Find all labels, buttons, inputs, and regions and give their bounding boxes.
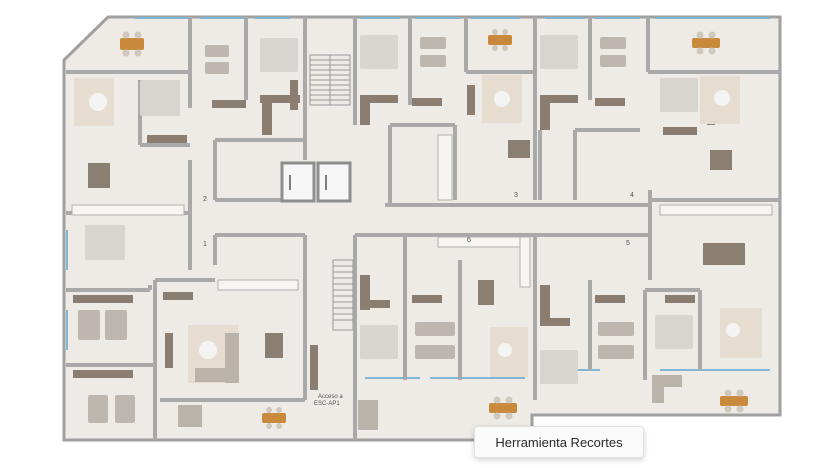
tooltip-label: Herramienta Recortes	[495, 434, 623, 450]
access-label-line1: Acceso a	[318, 394, 343, 400]
kitchen-counters	[71, 134, 773, 291]
door-number-1: 1	[203, 241, 207, 248]
living-areas	[74, 75, 762, 430]
stairs-bottom	[332, 259, 354, 331]
elevator-pair	[280, 161, 352, 203]
door-number-5: 5	[626, 240, 630, 247]
door-number-6: 6	[467, 237, 471, 244]
wardrobes	[73, 80, 715, 390]
stairs-top	[309, 54, 351, 106]
door-number-2: 2	[203, 196, 207, 203]
dining-tables-wood	[120, 29, 748, 429]
dining-tables-grey	[88, 140, 745, 358]
beds	[78, 35, 698, 423]
door-number-4: 4	[630, 192, 634, 199]
door-numbers: 2 1 3 4 5 6	[203, 192, 634, 248]
interior-walls	[66, 17, 780, 440]
snipping-tool-tooltip[interactable]: Herramienta Recortes	[474, 426, 644, 458]
door-number-3: 3	[514, 192, 518, 199]
access-label-line2: ESC-AP1	[314, 401, 340, 407]
